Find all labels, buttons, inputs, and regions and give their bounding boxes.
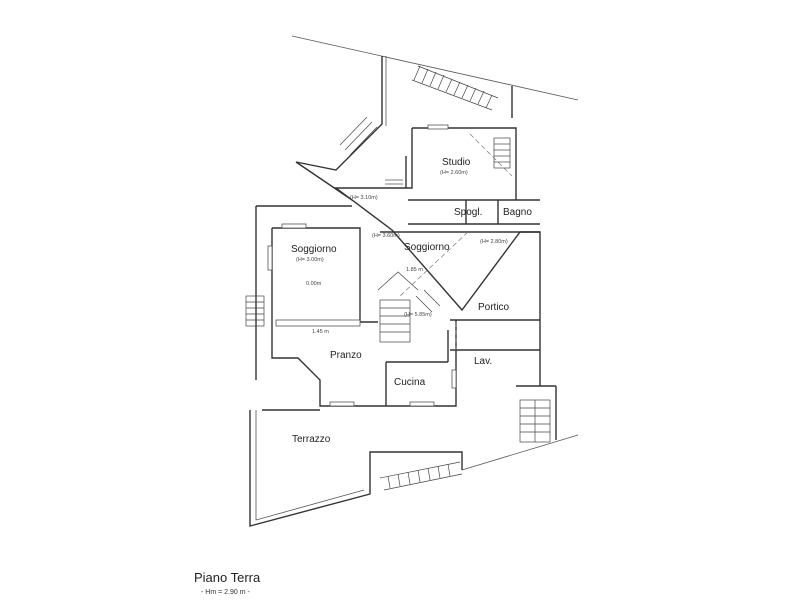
- level-b: 1.85 m: [406, 267, 423, 273]
- central-stair: [377, 271, 441, 343]
- terrace: [249, 410, 463, 527]
- room-spogl: Spogl.: [454, 207, 482, 218]
- room-soggiorno-left: Soggiorno: [291, 244, 337, 255]
- room-studio-height: (H= 2.60m): [440, 170, 468, 176]
- entry-height: (H= 3.10m): [350, 195, 378, 201]
- upper-approach: [295, 56, 513, 171]
- east-stair: [516, 385, 557, 443]
- room-cucina: Cucina: [394, 377, 426, 388]
- room-soggiorno-left-height: (H= 3.00m): [296, 257, 324, 263]
- plan-subtitle: - Hm = 2.90 m -: [201, 589, 250, 596]
- plan-title-block: Piano Terra - Hm = 2.90 m -: [194, 570, 261, 596]
- west-stair: [245, 295, 265, 327]
- level-c: 1.45 m: [312, 329, 329, 335]
- room-portico-height: (H= 2.80m): [480, 239, 508, 245]
- room-soggiorno-right: Soggiorno: [404, 242, 450, 253]
- room-labels: Studio (H= 2.60m) (H= 3.10m) Spogl. Bagn…: [291, 157, 532, 445]
- level-a: 0.00m: [306, 281, 322, 287]
- plan-title: Piano Terra: [194, 570, 261, 585]
- room-lav: Lav.: [474, 356, 492, 367]
- room-soggiorno-right-height: (H= 3.60m): [372, 233, 400, 239]
- studio-block: [333, 124, 517, 201]
- room-portico: Portico: [478, 302, 510, 313]
- room-terrazzo: Terrazzo: [292, 434, 331, 445]
- room-pranzo: Pranzo: [330, 350, 362, 361]
- stair-height: (H= 5.85m): [404, 312, 432, 318]
- room-studio: Studio: [442, 157, 471, 168]
- service-strip: [408, 199, 540, 225]
- house-walls: [255, 205, 540, 411]
- room-bagno: Bagno: [503, 207, 532, 218]
